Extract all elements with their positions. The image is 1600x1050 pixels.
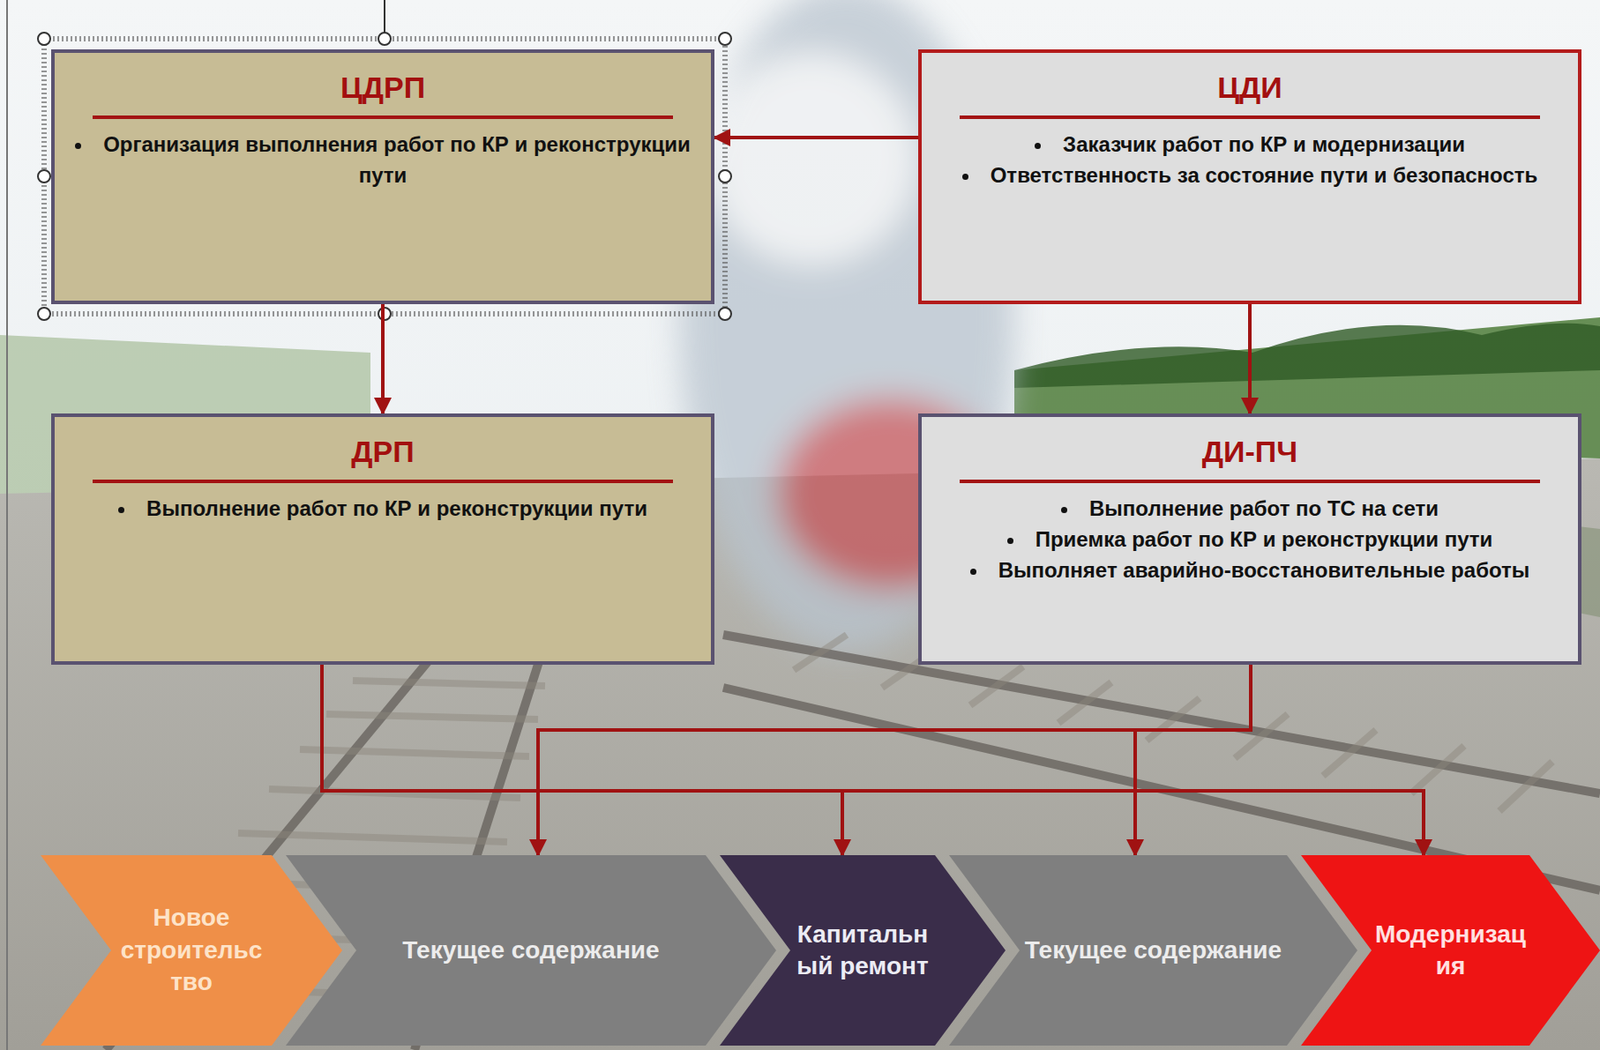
org-box: ЦДИ Заказчик работ по КР и модернизацииОт… xyxy=(918,49,1582,305)
box-heading: ЦДРП xyxy=(340,70,426,105)
stage-chevron: Текущее содержание xyxy=(949,855,1358,1047)
connector-arrow xyxy=(381,304,385,414)
stage-label: Капитальный ремонт xyxy=(793,919,932,984)
bullet-item: Выполняет аварийно-восстановительные раб… xyxy=(970,555,1531,587)
heading-rule xyxy=(92,479,673,484)
box-heading: ДРП xyxy=(351,434,414,470)
heading-rule xyxy=(92,115,673,120)
bullet-item: Выполнение работ по КР и реконструкции п… xyxy=(118,493,648,525)
org-box: ДРП Выполнение работ по КР и реконструкци… xyxy=(51,413,715,666)
chevron-shape xyxy=(719,855,1006,1047)
org-box: ДИ-ПЧ Выполнение работ по ТС на сетиПрием… xyxy=(918,413,1582,666)
bullet-item: Заказчик работ по КР и модернизации xyxy=(1034,129,1466,161)
stage-label: Новое строительство xyxy=(114,902,269,999)
stage-label: Модернизация xyxy=(1375,919,1526,984)
stage-label: Текущее содержание xyxy=(1023,934,1284,967)
connector-arrow xyxy=(714,135,919,140)
heading-rule xyxy=(959,479,1541,484)
box-heading: ДИ-ПЧ xyxy=(1202,434,1298,470)
heading-rule xyxy=(959,115,1541,120)
chevron-shape xyxy=(1300,855,1600,1047)
stage-chevron: Новое строительство xyxy=(40,855,343,1047)
connector-arrow xyxy=(1135,665,1251,856)
bullet-item: Выполнение работ по ТС на сети xyxy=(1061,493,1439,525)
stage-chevron: Капитальный ремонт xyxy=(719,855,1006,1047)
stage-chevron: Текущее содержание xyxy=(285,855,777,1047)
stage-chevron: Модернизация xyxy=(1300,855,1600,1047)
connector-arrow xyxy=(321,665,843,856)
box-heading: ЦДИ xyxy=(1217,70,1283,105)
bullet-item: Организация выполнения работ по КР и рек… xyxy=(74,129,692,192)
org-box: ЦДРП Организация выполнения работ по КР и… xyxy=(51,49,715,305)
connector-arrow xyxy=(1248,304,1252,414)
connector-arrow xyxy=(321,665,1424,856)
bullet-item: Приемка работ по КР и реконструкции пути xyxy=(1007,524,1494,556)
bullet-item: Ответственность за состояние пути и безо… xyxy=(962,160,1539,192)
connector-arrow xyxy=(538,665,1251,856)
stage-label: Текущее содержание xyxy=(359,934,703,967)
